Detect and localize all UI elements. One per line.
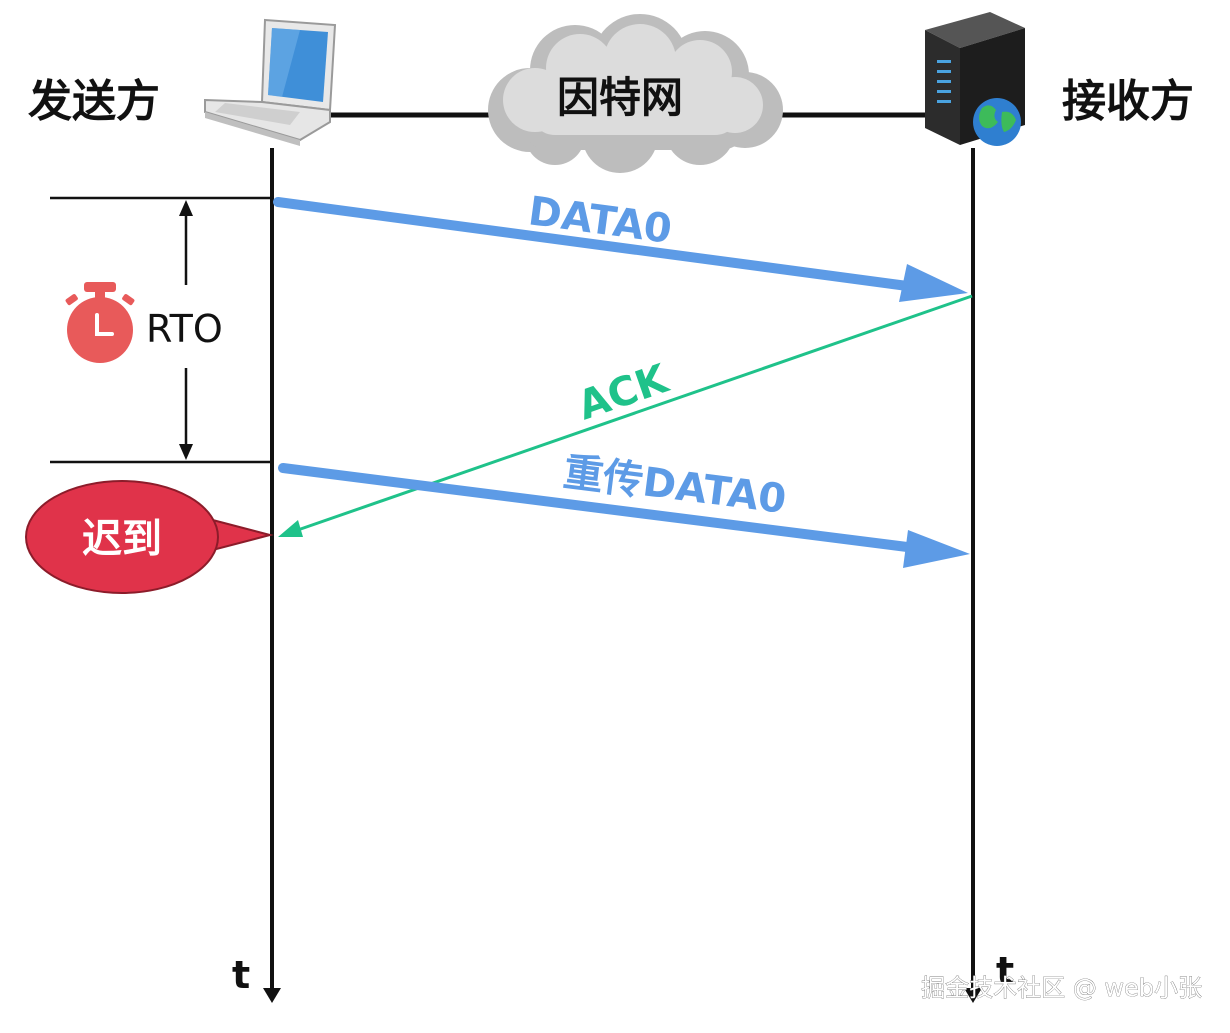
- rto-span-down-arrowhead: [179, 444, 193, 460]
- data0-arrowhead: [899, 264, 968, 302]
- server-globe-icon: [925, 12, 1025, 146]
- data0-arrow: [273, 197, 920, 292]
- ack-arrowhead: [278, 520, 303, 537]
- network-label: 因特网: [557, 73, 683, 122]
- watermark: 掘金技术社区 @ web小张: [921, 974, 1202, 1002]
- sender-timeline-arrowhead: [263, 988, 281, 1003]
- data0-label: DATA0: [526, 188, 675, 253]
- receiver-time-label: t: [996, 949, 1014, 993]
- retransmit-arrowhead: [903, 530, 970, 568]
- retransmit-arrow: [278, 463, 920, 553]
- rto-label: RTO: [146, 307, 223, 351]
- stopwatch-icon: [65, 282, 135, 363]
- sender-label: 发送方: [28, 76, 160, 127]
- receiver-timeline-arrowhead: [964, 988, 982, 1003]
- rto-span-up-arrowhead: [179, 200, 193, 216]
- receiver-label: 接收方: [1062, 76, 1194, 127]
- late-bubble: [25, 480, 274, 594]
- cloud-icon: [488, 14, 783, 173]
- sender-time-label: t: [232, 953, 250, 997]
- late-bubble-label: 迟到: [82, 516, 162, 562]
- laptop-icon: [204, 18, 337, 146]
- ack-arrow: [291, 294, 973, 534]
